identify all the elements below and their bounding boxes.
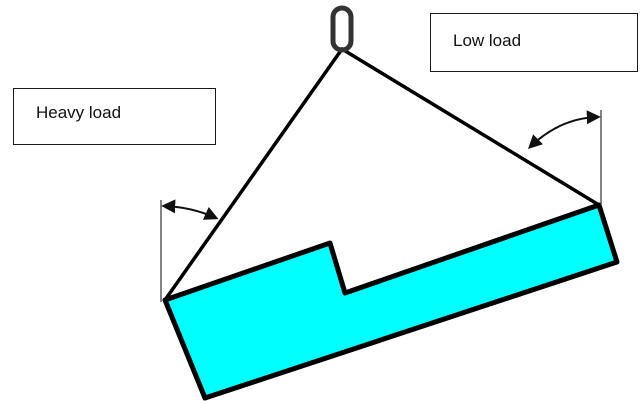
angle-arrow-left: [161, 199, 219, 220]
sling-leg-right: [340, 47, 601, 207]
angle-arrow-right: [527, 110, 601, 149]
low-load-label-box: Low load: [430, 13, 638, 72]
heavy-load-label-box: Heavy load: [13, 88, 216, 145]
suspended-load: [162, 202, 620, 401]
low-load-label: Low load: [453, 31, 522, 50]
sling-leg-left: [163, 47, 344, 302]
lifting-ring-icon: [330, 5, 354, 53]
heavy-load-label: Heavy load: [36, 103, 122, 122]
